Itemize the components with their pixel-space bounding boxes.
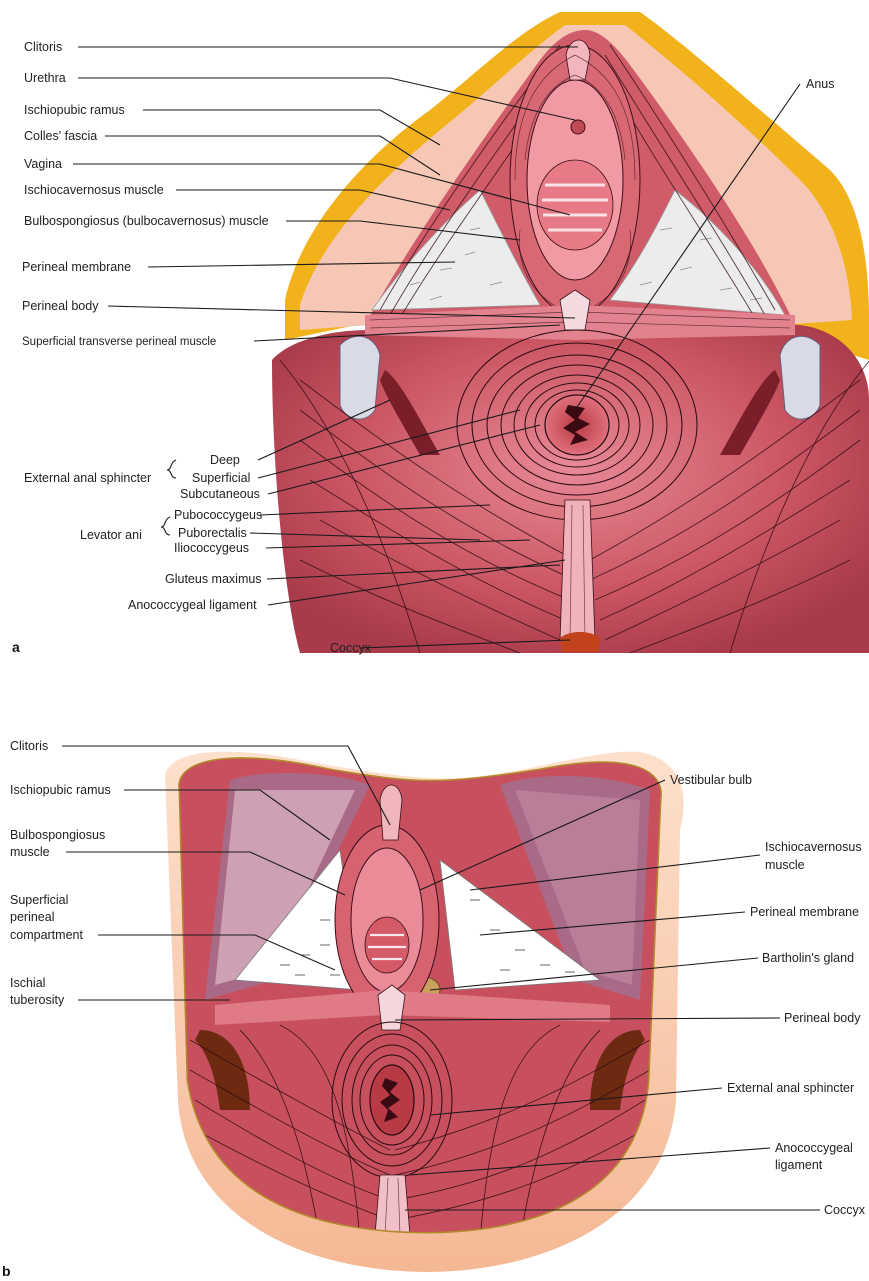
anococcygeal-ligament-b (375, 1175, 410, 1235)
label-external-anal-sphincter-b: External anal sphincter (727, 1081, 854, 1095)
label-bulbospongiosus-b-2: muscle (10, 845, 50, 859)
label-perineal-body-a: Perineal body (22, 299, 99, 313)
label-puborectalis: Puborectalis (178, 526, 247, 540)
label-levator-ani: Levator ani (80, 528, 142, 542)
label-bartholins-gland: Bartholin's gland (762, 951, 854, 965)
label-colles-fascia: Colles' fascia (24, 129, 97, 143)
urethral-opening (571, 120, 585, 134)
label-vestibular-bulb: Vestibular bulb (670, 773, 752, 787)
label-urethra-a: Urethra (24, 71, 66, 85)
label-ischial-tuberosity-1: Ischial (10, 976, 45, 990)
anococcygeal-ligament-a (560, 500, 595, 640)
label-external-anal-sphincter-a: External anal sphincter (24, 471, 151, 485)
coccyx-shape-a (560, 632, 600, 652)
label-ischiopubic-ramus-a: Ischiopubic ramus (24, 103, 125, 117)
label-ischiocavernosus-b-2: muscle (765, 858, 805, 872)
label-superficial-perineal-3: compartment (10, 928, 83, 942)
panel-letter-a: a (12, 639, 20, 655)
label-clitoris-b: Clitoris (10, 739, 48, 753)
label-coccyx-b: Coccyx (824, 1203, 866, 1217)
label-ischiopubic-ramus-b: Ischiopubic ramus (10, 783, 111, 797)
label-subcutaneous: Subcutaneous (180, 487, 260, 501)
ischial-tuberosity-left (340, 336, 380, 419)
label-superficial-transverse: Superficial transverse perineal muscle (22, 336, 216, 348)
panel-letter-b: b (2, 1263, 11, 1279)
vagina-opening (537, 160, 613, 250)
label-gluteus-maximus: Gluteus maximus (165, 572, 262, 586)
label-vagina: Vagina (24, 157, 62, 171)
label-perineal-membrane-a: Perineal membrane (22, 260, 131, 274)
clitoris-shape (566, 40, 590, 80)
ischial-tuberosity-right (780, 336, 820, 419)
label-superficial-perineal-2: perineal (10, 910, 54, 924)
label-ischiocavernosus-b-1: Ischiocavernosus (765, 840, 862, 854)
label-anococcygeal-b-2: ligament (775, 1158, 823, 1172)
label-perineal-body-b: Perineal body (784, 1011, 861, 1025)
label-ischiocavernosus-a: Ischiocavernosus muscle (24, 183, 164, 197)
label-ischial-tuberosity-2: tuberosity (10, 993, 65, 1007)
label-superficial-perineal-1: Superficial (10, 893, 68, 907)
label-perineal-membrane-b: Perineal membrane (750, 905, 859, 919)
panel-b-illustration (165, 750, 684, 1272)
label-anococcygeal-b-1: Anococcygeal (775, 1141, 853, 1155)
label-iliococcygeus: Iliococcygeus (174, 541, 249, 555)
label-coccyx-a: Coccyx (330, 641, 372, 655)
panel-a-illustration (272, 12, 869, 653)
label-anus: Anus (806, 77, 835, 91)
label-anococcygeal-a: Anococcygeal ligament (128, 598, 257, 612)
label-pubococcygeus: Pubococcygeus (174, 508, 262, 522)
label-bulbospongiosus-a: Bulbospongiosus (bulbocavernosus) muscle (24, 214, 269, 228)
label-deep: Deep (210, 453, 240, 467)
label-clitoris-a: Clitoris (24, 40, 62, 54)
label-bulbospongiosus-b-1: Bulbospongiosus (10, 828, 105, 842)
label-superficial: Superficial (192, 471, 250, 485)
